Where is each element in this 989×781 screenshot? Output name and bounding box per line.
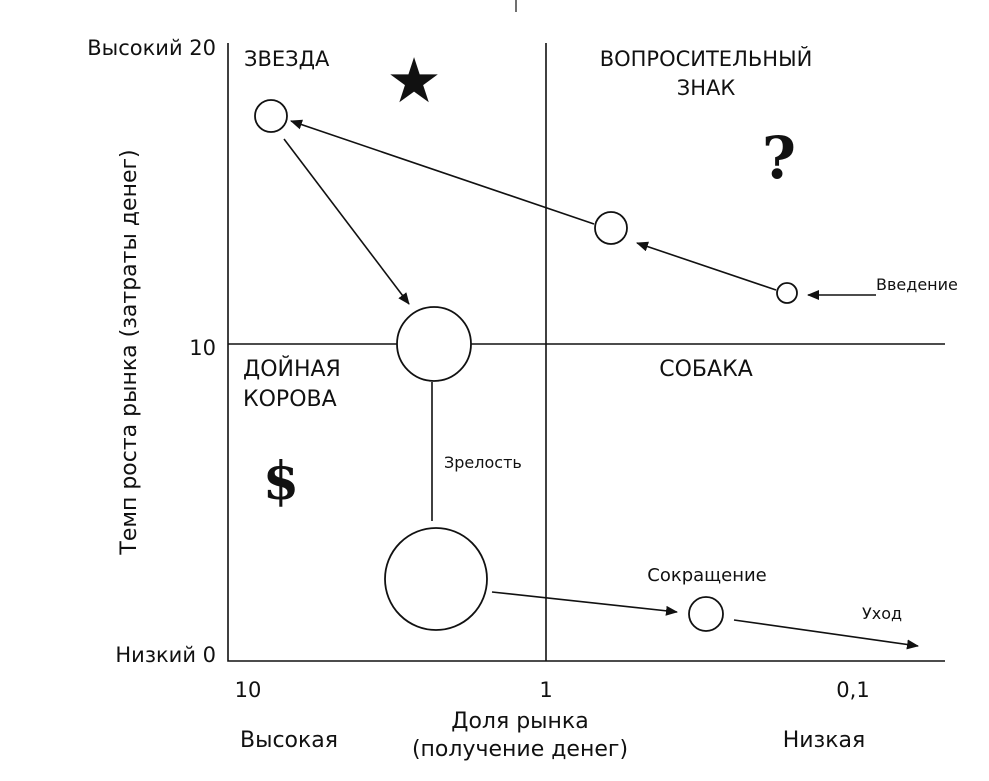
dollar-icon: $ [263, 451, 299, 512]
quadrant-question-label-line1: ВОПРОСИТЕЛЬНЫЙ [600, 46, 813, 71]
quadrant-dog-label: СОБАКА [659, 357, 753, 382]
x-tick-0-1: 0,1 [836, 678, 869, 702]
stage-exit-label: Уход [862, 604, 902, 623]
star-icon: ★ [386, 44, 442, 117]
product-circles [254, 99, 798, 632]
quadrant-cow-label-line1: ДОЙНАЯ [243, 356, 341, 382]
arrow-star-to-cow [283, 138, 410, 305]
stage-maturity-label: Зрелость [444, 453, 522, 472]
y-tick-high: Высокий 20 [87, 36, 216, 60]
arrow-exit [733, 619, 919, 650]
circle-introduction [776, 282, 798, 304]
arrow-to-decline-circle [491, 591, 678, 616]
frame-outline [227, 43, 945, 662]
circle-maturity [384, 527, 488, 631]
circle-decline [688, 596, 724, 632]
quadrant-star-label: ЗВЕЗДА [244, 47, 330, 71]
quadrant-question-label-line2: ЗНАК [677, 76, 736, 100]
arrow-to-star-circle [290, 119, 595, 225]
quadrant-cow-label-line2: КОРОВА [243, 387, 337, 412]
x-axis-title-line1: Доля рынка [451, 709, 588, 734]
x-end-label-low: Низкая [783, 728, 866, 753]
question-mark-icon: ? [762, 124, 796, 192]
lifecycle-path [283, 119, 919, 650]
circle-star [254, 99, 288, 133]
y-tick-low: Низкий 0 [115, 643, 216, 667]
circle-question [594, 211, 628, 245]
stage-introduction-label: Введение [876, 275, 958, 294]
stage-decline-label: Сокращение [647, 565, 766, 586]
circle-cash-cow [396, 306, 472, 382]
x-end-label-high: Высокая [240, 728, 338, 753]
y-axis-title: Темп роста рынка (затраты денег) [117, 149, 142, 555]
x-tick-1: 1 [539, 678, 552, 702]
x-tick-10: 10 [235, 678, 262, 702]
x-axis-title-line2: (получение денег) [412, 737, 628, 762]
y-tick-mid: 10 [189, 336, 216, 360]
arrow-to-question-circle [636, 241, 777, 291]
matrix-frame [227, 43, 945, 662]
